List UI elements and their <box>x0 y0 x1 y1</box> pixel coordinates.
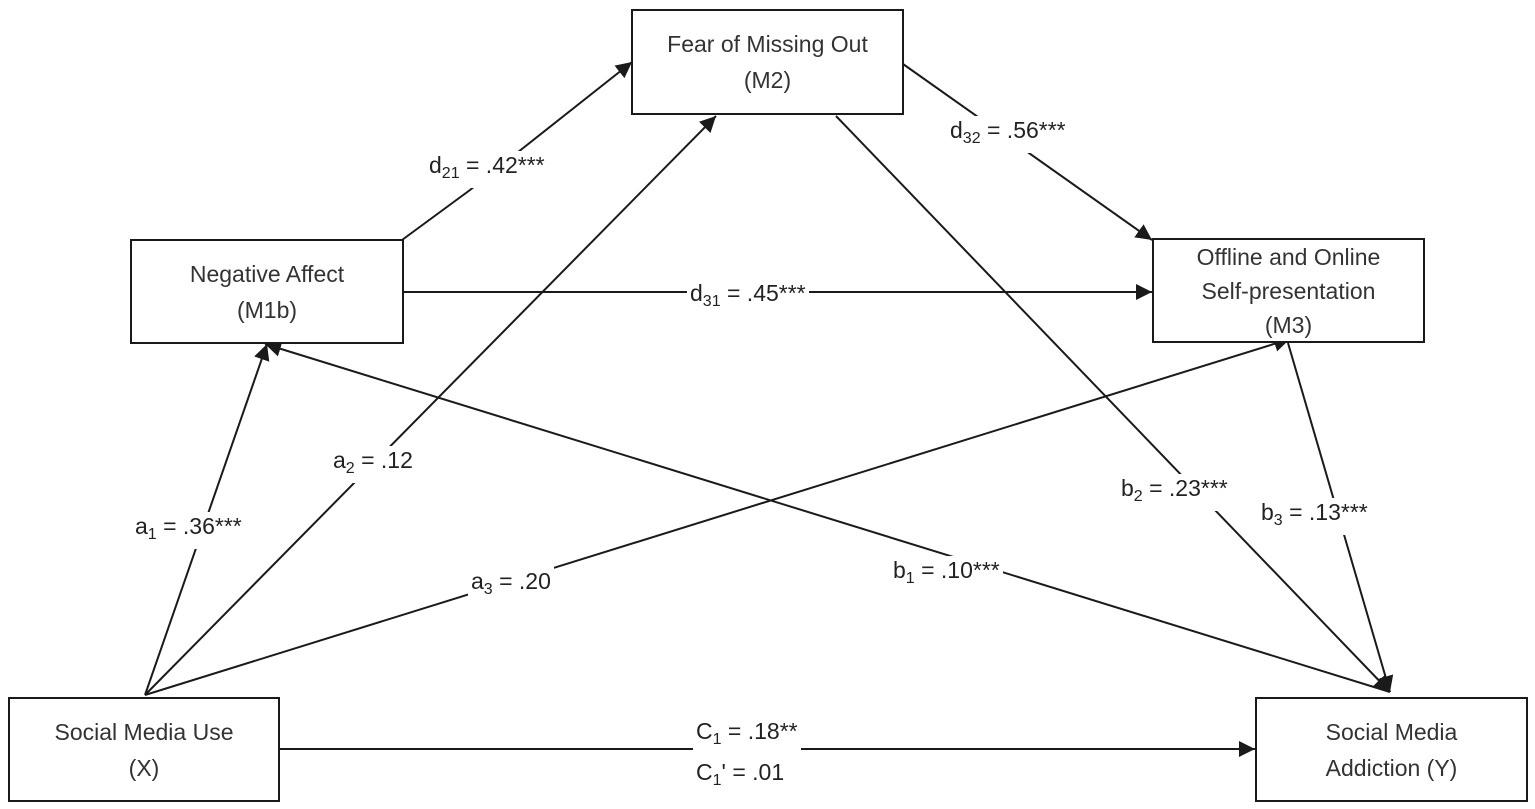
label-b1: b1 = .10*** <box>890 556 1003 593</box>
node-label: Offline and Online <box>1196 243 1381 270</box>
label-c1-prime: C1' = .01 <box>693 758 788 795</box>
node-label: (X) <box>128 754 160 781</box>
label-c1: C1 = .18** <box>693 717 801 754</box>
label-d31: d31 = .45*** <box>687 279 809 316</box>
node-label: Negative Affect <box>189 260 345 287</box>
node-fear-of-missing-out: Fear of Missing Out (M2) <box>631 9 904 115</box>
node-social-media-addiction: Social Media Addiction (Y) <box>1255 697 1528 802</box>
label-b3: b3 = .13*** <box>1258 498 1371 535</box>
node-label: (M2) <box>743 67 792 93</box>
node-label: (M1b) <box>236 296 298 323</box>
label-a1: a1 = .36*** <box>132 512 245 549</box>
node-label: Fear of Missing Out <box>667 31 868 57</box>
label-d32: d32 = .56*** <box>947 116 1069 153</box>
label-b2: b2 = .23*** <box>1118 474 1231 511</box>
node-label: (M3) <box>1264 311 1313 338</box>
node-label: Self-presentation <box>1201 277 1376 304</box>
label-d21: d21 = .42*** <box>426 151 548 188</box>
arrow-a2 <box>144 115 717 696</box>
node-label: Social Media Use <box>54 718 234 745</box>
label-a2: a2 = .12 <box>330 446 416 483</box>
node-negative-affect: Negative Affect (M1b) <box>130 239 404 344</box>
arrow-d21 <box>401 61 633 241</box>
arrow-b2 <box>835 115 1391 693</box>
arrow-a3 <box>144 336 1291 696</box>
node-label: Social Media <box>1325 718 1458 745</box>
label-a3: a3 = .20 <box>468 567 554 604</box>
node-label: Addiction (Y) <box>1325 754 1458 781</box>
node-social-media-use: Social Media Use (X) <box>8 697 280 802</box>
node-self-presentation: Offline and Online Self-presentation (M3… <box>1152 238 1425 343</box>
arrow-b1 <box>264 341 1391 693</box>
